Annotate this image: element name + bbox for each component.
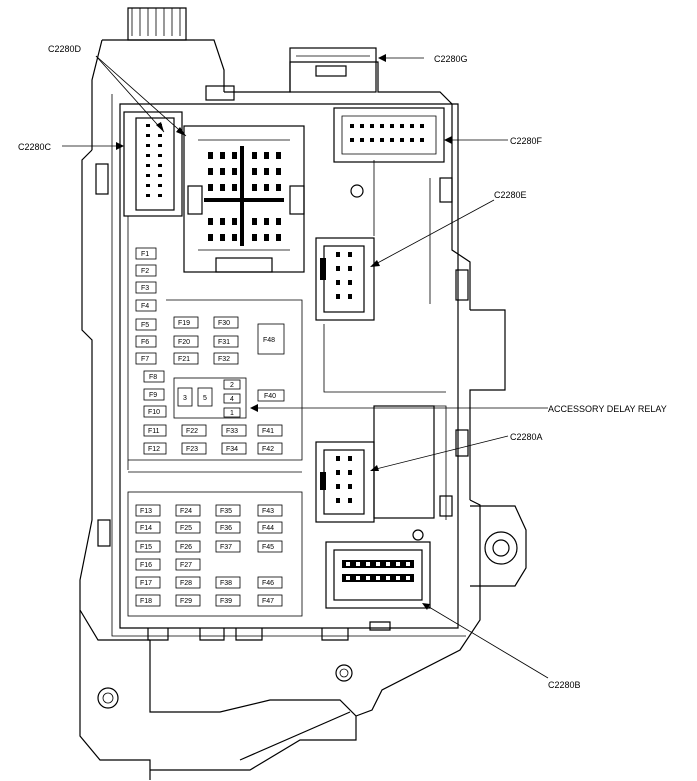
fuse-label: F25 <box>180 525 192 532</box>
fuse-group-lower: F13 F14 F15 F16 F17 F18 F24 F25 F26 F27 … <box>135 504 283 607</box>
relay-number: 4 <box>230 396 234 403</box>
callout-accessory-delay-relay: ACCESSORY DELAY RELAY <box>548 404 667 414</box>
fuse-label: F36 <box>220 525 232 532</box>
fuse-label: F19 <box>178 320 190 327</box>
fuse-label: F31 <box>218 339 230 346</box>
leader-lines <box>62 54 549 679</box>
fuse-label: F29 <box>180 598 192 605</box>
fuse-label: F1 <box>141 251 149 258</box>
fuse-label: F3 <box>141 285 149 292</box>
callout-labels: C2280D C2280G C2280C C2280F C2280E ACCES… <box>18 44 667 690</box>
connector-c2280a <box>315 405 435 523</box>
fuse-column-left: F1 F2 F3 F4 F5 F6 F7 F8 F9 F10 F11 F12 <box>135 247 167 455</box>
fuse-label: F14 <box>140 525 152 532</box>
fuse-label: F4 <box>141 303 149 310</box>
connector-c2280e <box>315 237 375 321</box>
connector-c2280c <box>123 111 183 217</box>
fuse-label: F39 <box>220 598 232 605</box>
fuse-label: F5 <box>141 322 149 329</box>
fuse-group-middle-rows: F22 F33 F41 F23 F34 F42 <box>181 424 283 455</box>
fuse-label: F32 <box>218 356 230 363</box>
connector-c2280g <box>289 47 377 93</box>
fuse-group-upper-middle: F19 F20 F21 F30 F31 F32 F48 <box>173 316 285 365</box>
relay-number: 3 <box>183 395 187 402</box>
connector-c2280f <box>333 107 445 163</box>
fuse-label: F30 <box>218 320 230 327</box>
relay-number: 5 <box>203 395 207 402</box>
fuse-box-housing <box>79 7 527 780</box>
callout-c2280g: C2280G <box>434 54 468 64</box>
fuse-label: F47 <box>262 598 274 605</box>
fuse-label: F26 <box>180 544 192 551</box>
fuse-label: F42 <box>262 446 274 453</box>
fuse-panel-outlines <box>127 216 303 617</box>
fuse-label: F21 <box>178 356 190 363</box>
callout-c2280f: C2280F <box>510 136 543 146</box>
fuse-label: F18 <box>140 598 152 605</box>
fuse-label: F7 <box>141 356 149 363</box>
fuse-label: F24 <box>180 508 192 515</box>
fuse-label: F20 <box>178 339 190 346</box>
fuse-label: F17 <box>140 580 152 587</box>
callout-c2280b: C2280B <box>548 680 581 690</box>
fuse-label: F38 <box>220 580 232 587</box>
connector-c2280d <box>183 125 305 273</box>
callout-c2280a: C2280A <box>510 432 543 442</box>
fuse-label: F23 <box>186 446 198 453</box>
fuse-label: F45 <box>262 544 274 551</box>
accessory-delay-relay-block: 2 3 5 4 1 F40 <box>173 377 285 419</box>
fuse-label: F16 <box>140 562 152 569</box>
fuse-label: F10 <box>148 409 160 416</box>
fuse-label: F13 <box>140 508 152 515</box>
fuse-label: F46 <box>262 580 274 587</box>
fuse-label: F15 <box>140 544 152 551</box>
relay-number: 2 <box>230 382 234 389</box>
fuse-label: F44 <box>262 525 274 532</box>
callout-c2280d: C2280D <box>48 44 82 54</box>
fuse-label: F9 <box>149 392 157 399</box>
right-partition-lines <box>323 160 447 520</box>
connector-c2280b <box>325 541 431 609</box>
fuse-label: F34 <box>226 446 238 453</box>
fuse-label: F28 <box>180 580 192 587</box>
fuse-label: F11 <box>148 428 160 435</box>
fuse-label: F22 <box>186 428 198 435</box>
fuse-label: F6 <box>141 339 149 346</box>
fuse-label: F41 <box>262 428 274 435</box>
fuse-label: F48 <box>263 337 275 344</box>
callout-c2280c: C2280C <box>18 142 52 152</box>
fuse-label: F2 <box>141 268 149 275</box>
fuse-label: F37 <box>220 544 232 551</box>
callout-c2280e: C2280E <box>494 190 527 200</box>
relay-number: 1 <box>230 410 234 417</box>
fuse-label: F43 <box>262 508 274 515</box>
fuse-label: F35 <box>220 508 232 515</box>
fuse-label: F40 <box>264 393 276 400</box>
fuse-label: F27 <box>180 562 192 569</box>
fuse-label: F8 <box>149 374 157 381</box>
fuse-label: F12 <box>148 446 160 453</box>
fuse-label: F33 <box>226 428 238 435</box>
